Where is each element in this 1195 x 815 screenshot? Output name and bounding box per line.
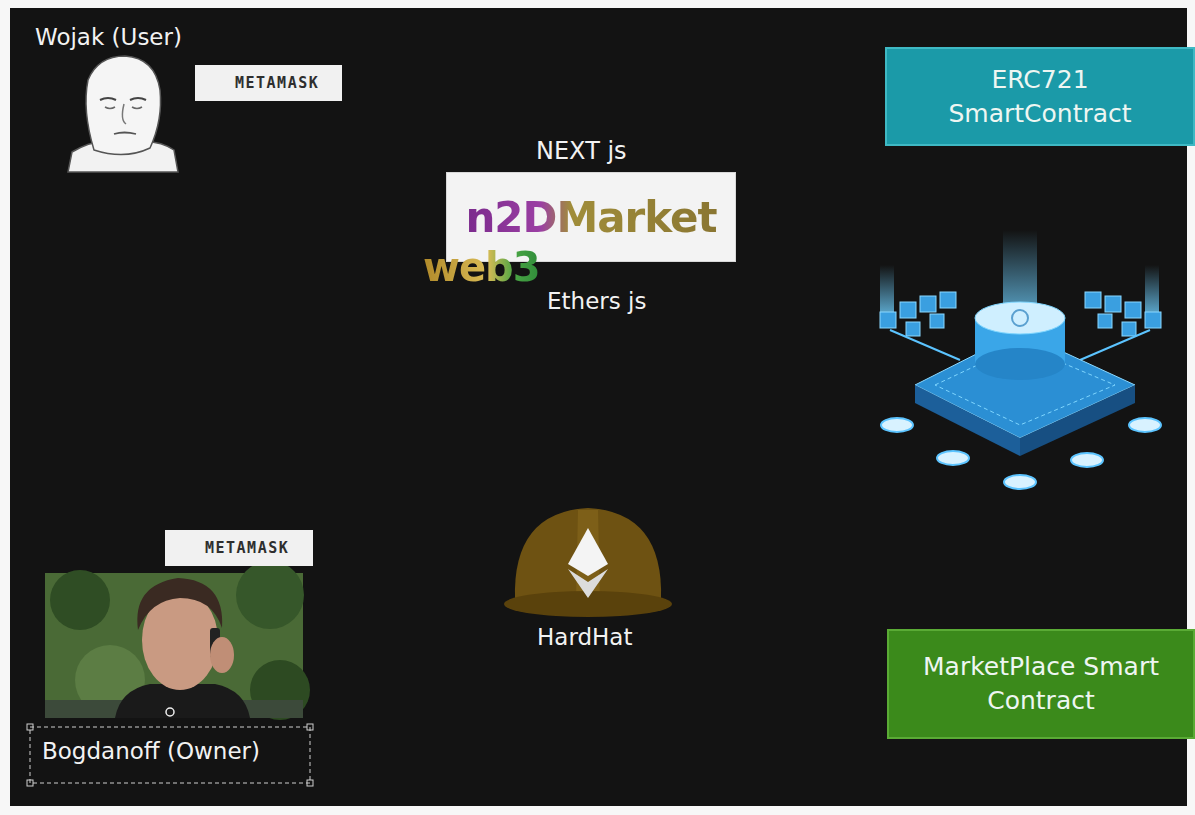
- node-pods: [881, 418, 913, 432]
- wojak-mouth: [114, 133, 136, 135]
- data-cubes: [1145, 312, 1161, 328]
- eth-diamond: [568, 569, 608, 598]
- metamask-badge: METAMASK: [165, 530, 313, 566]
- selection-box: [27, 724, 313, 786]
- light-beam: [880, 265, 894, 315]
- data-cubes: [1122, 322, 1136, 336]
- owner-photo: [50, 570, 110, 630]
- node-pods: [1143, 395, 1147, 420]
- data-cubes: [900, 302, 916, 318]
- data-cubes: [920, 296, 936, 312]
- hair: [137, 578, 222, 630]
- box-text: MarketPlace Smart Contract: [905, 650, 1177, 718]
- node-pods: [1085, 425, 1089, 454]
- platform-side: [1020, 385, 1135, 456]
- node-pods: [951, 425, 955, 452]
- actor-label: Bogdanoff (Owner): [42, 738, 260, 764]
- hardhat-icon: [504, 508, 672, 617]
- hat-dome: [515, 508, 661, 600]
- core-top: [975, 302, 1065, 334]
- hand: [210, 637, 234, 673]
- tool-label: HardHat: [537, 624, 632, 650]
- node-pods: [881, 395, 1161, 489]
- box-text: METAMASK: [205, 539, 289, 557]
- node-pods: [937, 451, 969, 465]
- platform-side: [915, 385, 1020, 456]
- box-text: n2DMarket: [465, 193, 716, 242]
- node-pods: [895, 395, 899, 420]
- data-cubes: [1098, 314, 1112, 328]
- platform-ring: [935, 345, 1115, 425]
- selection-box: [27, 780, 33, 786]
- box-text: ERC721 SmartContract: [903, 63, 1177, 131]
- node-pods: [881, 418, 1161, 489]
- contract-box: MarketPlace Smart Contract: [887, 629, 1195, 739]
- logo-text: web3: [423, 244, 540, 290]
- owner-photo: [45, 561, 310, 720]
- data-cubes: [880, 292, 1161, 336]
- wojak-nose: [122, 104, 126, 124]
- node-pods: [1129, 418, 1161, 432]
- selection-box: [307, 780, 313, 786]
- data-cubes: [906, 322, 920, 336]
- wojak-eyes: [100, 98, 146, 100]
- core-symbol: [1012, 310, 1028, 326]
- selection-box: [307, 724, 313, 730]
- node-pods: [1071, 453, 1103, 467]
- wojak-figure: [68, 56, 178, 172]
- tech-label: Ethers js: [547, 288, 646, 314]
- data-cubes: [1085, 292, 1101, 308]
- data-cubes: [940, 292, 956, 308]
- data-cubes: [880, 312, 896, 328]
- contract-box: ERC721 SmartContract: [885, 47, 1195, 146]
- node-pods: [1018, 456, 1022, 476]
- owner-photo: [236, 561, 304, 629]
- light-beam: [1145, 265, 1159, 315]
- data-cubes: [1125, 302, 1141, 318]
- data-cubes: [930, 314, 944, 328]
- node-pods: [1004, 475, 1036, 489]
- wojak-head: [86, 56, 161, 155]
- selection-handle: [166, 708, 174, 716]
- metamask-badge: METAMASK: [195, 65, 342, 101]
- box-text: METAMASK: [235, 74, 319, 92]
- eth-diamond: [568, 528, 608, 576]
- data-cubes: [1105, 296, 1121, 312]
- actor-label: Wojak (User): [35, 24, 182, 50]
- selection-box: [27, 724, 33, 730]
- selection-box: [30, 727, 310, 783]
- blockchain-illustration: [880, 230, 1161, 489]
- box-heading: NEXT js: [536, 137, 627, 165]
- core-base: [975, 348, 1065, 380]
